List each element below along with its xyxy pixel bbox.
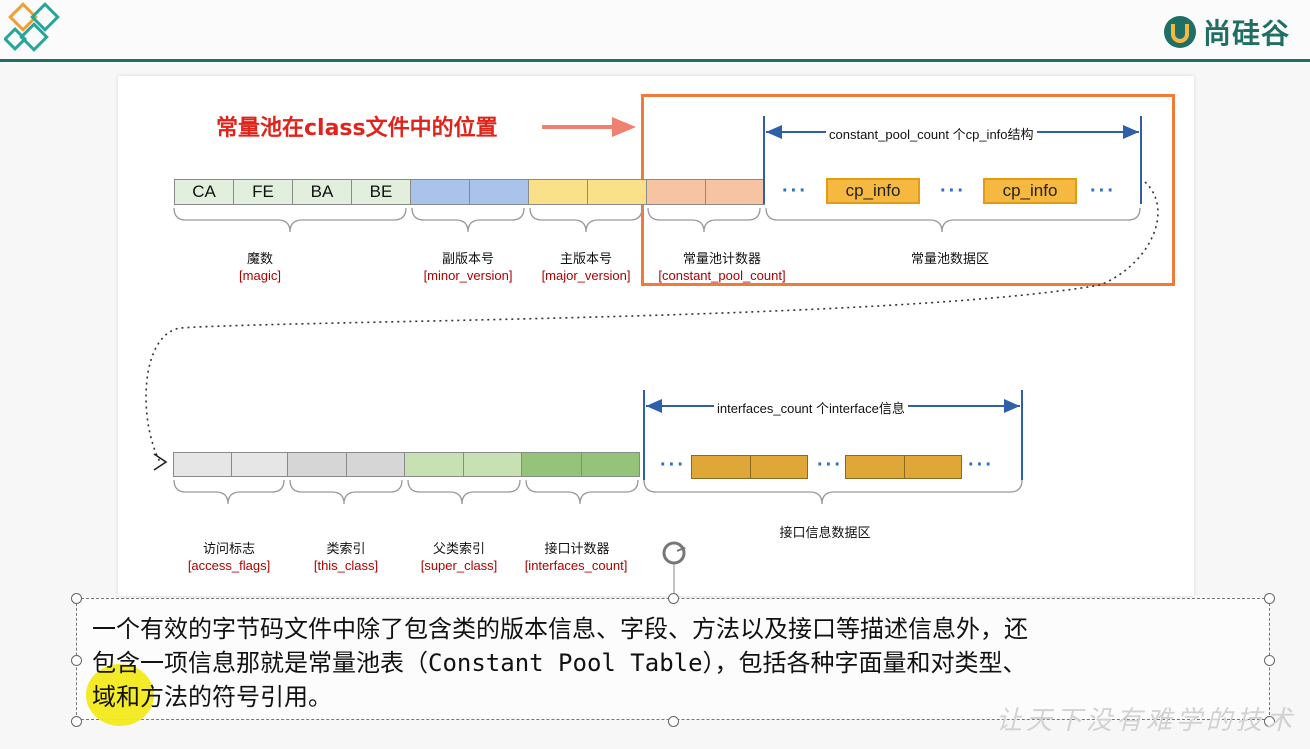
resize-handle[interactable] xyxy=(71,655,82,666)
group-label-en: [this_class] xyxy=(313,558,379,573)
interface-info-cell xyxy=(904,455,962,479)
ellipsis: ··· xyxy=(782,180,808,202)
group-label-en: [interfaces_count] xyxy=(524,558,628,573)
row1-braces xyxy=(173,207,1141,233)
description-code: Constant Pool Table xyxy=(428,649,703,677)
minor-version-cell xyxy=(469,179,529,205)
interfaces-count-cell xyxy=(581,452,640,477)
this-class-cell xyxy=(346,452,405,477)
group-label-en: [super_class] xyxy=(420,558,498,573)
magic-byte-cell: BE xyxy=(351,179,411,205)
ellipsis: ··· xyxy=(817,454,843,476)
super-class-cell xyxy=(463,452,522,477)
group-label-en: [minor_version] xyxy=(423,268,513,283)
group-label-en: [constant_pool_count] xyxy=(658,268,786,283)
title-arrow-icon xyxy=(542,117,636,137)
group-label-en: [access_flags] xyxy=(187,558,271,573)
diamond-logo-icon xyxy=(4,2,60,52)
constant-pool-count-cell xyxy=(646,179,706,205)
super-class-cell xyxy=(404,452,464,477)
resize-handle[interactable] xyxy=(1264,716,1275,727)
description-textbox[interactable] xyxy=(76,598,1270,720)
access-flags-cell xyxy=(231,452,288,477)
cp-info-box: cp_info xyxy=(983,178,1077,204)
magic-byte-cell: BA xyxy=(292,179,352,205)
group-label-cn: 父类索引 xyxy=(432,542,485,557)
description-line: 包含一项信息那就是常量池表（Constant Pool Table），包括各种字… xyxy=(92,646,1252,680)
interface-info-cell xyxy=(691,455,751,479)
ellipsis: ··· xyxy=(660,454,686,476)
resize-handle[interactable] xyxy=(71,716,82,727)
cp-info-box: cp_info xyxy=(826,178,920,204)
access-flags-cell xyxy=(173,452,232,477)
description-segment: 包含一项信息那就是常量池表（ xyxy=(92,649,428,677)
brand-logo: 尚硅谷 xyxy=(1163,12,1290,52)
interfaces-dimension-label: interfaces_count 个interface信息 xyxy=(714,398,908,417)
group-label-cn: 访问标志 xyxy=(202,542,255,557)
cursor-highlight xyxy=(86,664,154,726)
description-segment: ），包括各种字面量和对类型、 xyxy=(702,649,1027,677)
resize-handle[interactable] xyxy=(668,593,679,604)
resize-handle[interactable] xyxy=(71,593,82,604)
group-label-cn: 接口计数器 xyxy=(544,542,610,557)
description-text: 一个有效的字节码文件中除了包含类的版本信息、字段、方法以及接口等描述信息外，还 … xyxy=(92,612,1252,714)
brand-name: 尚硅谷 xyxy=(1202,17,1290,50)
magic-byte-cell: FE xyxy=(233,179,293,205)
ellipsis: ··· xyxy=(1090,180,1116,202)
ellipsis: ··· xyxy=(940,180,966,202)
constant-pool-dimension-label: constant_pool_count 个cp_info结构 xyxy=(826,124,1037,143)
minor-version-cell xyxy=(410,179,470,205)
resize-handle[interactable] xyxy=(1264,655,1275,666)
slide-canvas xyxy=(118,76,1194,596)
group-label-cn: 常量池计数器 xyxy=(682,252,761,267)
group-label-cn: 副版本号 xyxy=(441,252,494,267)
major-version-cell xyxy=(528,179,588,205)
group-label-en: [magic] xyxy=(239,268,281,283)
group-label-cn: 接口信息数据区 xyxy=(779,526,871,541)
this-class-cell xyxy=(287,452,347,477)
brand-u-icon xyxy=(1163,16,1196,48)
resize-handle[interactable] xyxy=(1264,593,1275,604)
header-divider xyxy=(0,59,1310,62)
description-line: 域和方法的符号引用。 xyxy=(92,683,332,711)
header-bar: 尚硅谷 xyxy=(0,0,1310,60)
group-label-cn: 类索引 xyxy=(326,542,366,557)
group-label-en: [major_version] xyxy=(541,268,631,283)
diagram-title: 常量池在class文件中的位置 xyxy=(216,116,498,141)
description-line: 一个有效的字节码文件中除了包含类的版本信息、字段、方法以及接口等描述信息外，还 xyxy=(92,615,1028,643)
constant-pool-count-cell xyxy=(705,179,765,205)
group-label-cn: 主版本号 xyxy=(559,252,612,267)
group-label-cn: 魔数 xyxy=(246,252,273,267)
ellipsis: ··· xyxy=(968,454,994,476)
interfaces-count-cell xyxy=(521,452,582,477)
group-label-cn: 常量池数据区 xyxy=(910,252,989,267)
resize-handle[interactable] xyxy=(668,716,679,727)
interface-info-cell xyxy=(845,455,905,479)
watermark: 让天下没有难学的技术 xyxy=(995,706,1296,736)
rotate-handle-icon[interactable] xyxy=(658,538,690,600)
row2-braces xyxy=(173,479,1023,505)
interface-info-cell xyxy=(750,455,808,479)
